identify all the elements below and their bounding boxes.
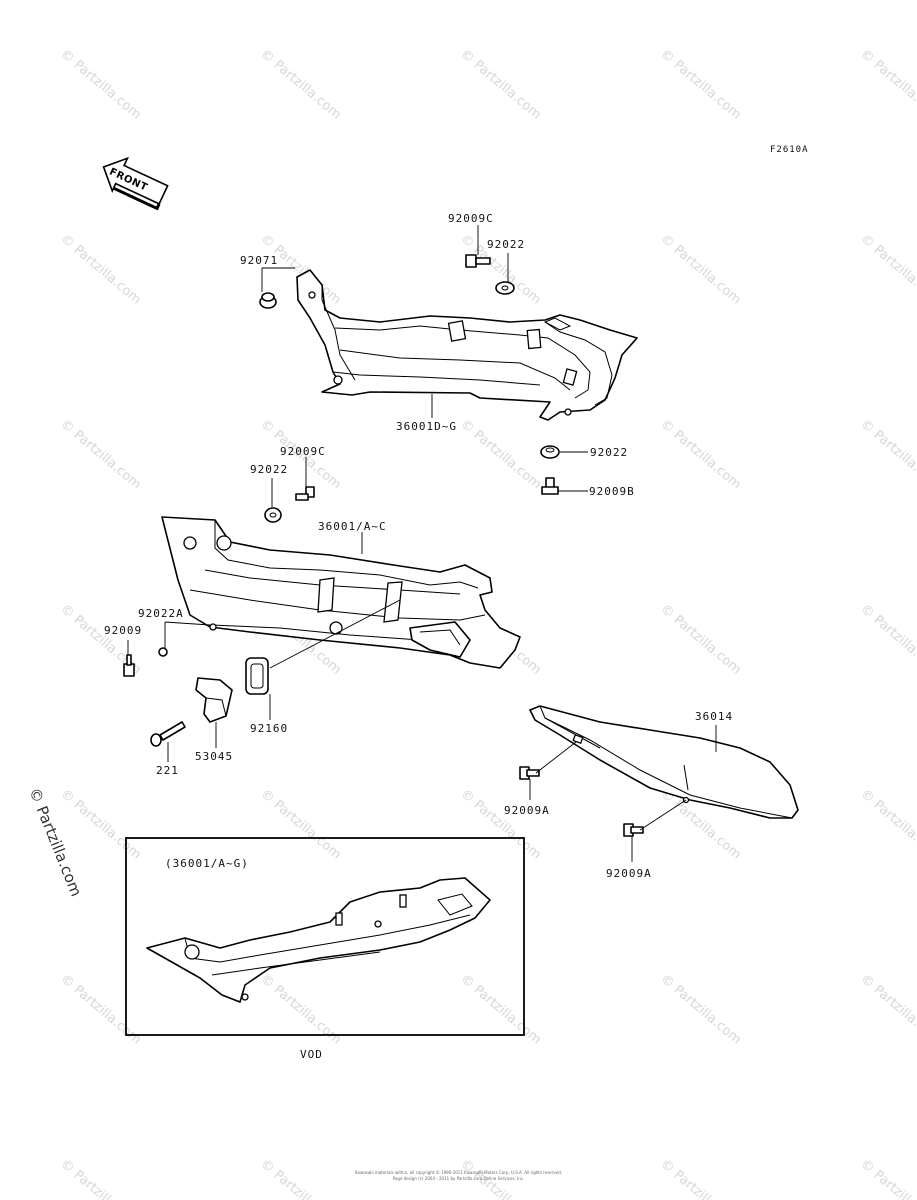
watermark-text: © Partzilla.com <box>857 972 917 1048</box>
side-cover-36001AC <box>161 516 521 669</box>
label-36014: 36014 <box>695 710 733 723</box>
leader-lines <box>127 225 717 862</box>
watermark-text: © Partzilla.com <box>657 47 743 123</box>
washer-92022-right-icon <box>540 445 560 459</box>
watermark-text: © Partzilla.com <box>57 417 143 493</box>
watermark-text: © Partzilla.com <box>257 972 343 1048</box>
watermark-text: © Partzilla.com <box>457 417 543 493</box>
watermark-text: © Partzilla.com <box>857 232 917 308</box>
watermark-text: © Partzilla.com <box>657 972 743 1048</box>
cover-36014 <box>529 705 799 819</box>
watermark-text: © Partzilla.com <box>857 47 917 123</box>
watermark-text: © Partzilla.com <box>257 787 343 863</box>
inset-caption: VOD <box>300 1048 323 1061</box>
grommet-92071-icon <box>259 292 277 309</box>
label-36001AC: 36001/A~C <box>318 520 387 533</box>
label-92009C-mid: 92009C <box>280 445 326 458</box>
label-92071: 92071 <box>240 254 278 267</box>
label-221: 221 <box>156 764 179 777</box>
bolt-92009A-1-icon <box>519 766 540 780</box>
upper-fairing-36001DG <box>296 269 638 421</box>
watermark-text: © Partzilla.com <box>57 787 143 863</box>
figure-code: F2610A <box>770 145 809 155</box>
watermark-text: © Partzilla.com <box>857 602 917 678</box>
label-92009A-1: 92009A <box>504 804 550 817</box>
watermark-text: © Partzilla.com <box>57 972 143 1048</box>
screw-221-icon <box>150 721 186 747</box>
label-36001DG: 36001D~G <box>396 420 457 433</box>
watermark-text: © Partzilla.com <box>657 232 743 308</box>
watermark-text: © Partzilla.com <box>257 47 343 123</box>
inset-title: (36001/A~G) <box>165 857 249 870</box>
watermark-text: © Partzilla.com <box>657 417 743 493</box>
bolt-92009A-2-icon <box>623 823 644 837</box>
label-92022-right: 92022 <box>590 446 628 459</box>
bolt-92009B-icon <box>541 477 559 495</box>
label-92022-top: 92022 <box>487 238 525 251</box>
bolt-92009C-mid-icon <box>295 486 315 501</box>
washer-92022-mid-icon <box>264 507 282 523</box>
inset-side-cover <box>146 877 491 1003</box>
watermark-text: © Partzilla.com <box>57 232 143 308</box>
label-92009C-top: 92009C <box>448 212 494 225</box>
watermark-text: © Partzilla.com <box>457 787 543 863</box>
bracket-53045-icon <box>195 677 233 723</box>
washer-92022A-icon <box>158 647 168 657</box>
label-92009: 92009 <box>104 624 142 637</box>
washer-92022-top-icon <box>495 281 515 295</box>
label-92009A-2: 92009A <box>606 867 652 880</box>
watermark-text: © Partzilla.com <box>657 602 743 678</box>
watermark-text: © Partzilla.com <box>57 47 143 123</box>
watermark-text: © Partzilla.com <box>857 787 917 863</box>
footer-copyright: Kawasaki materials within, all copyright… <box>354 1170 563 1175</box>
label-92009B: 92009B <box>589 485 635 498</box>
label-92160: 92160 <box>250 722 288 735</box>
bolt-92009C-top-icon <box>465 254 491 268</box>
label-53045: 53045 <box>195 750 233 763</box>
watermark-text: © Partzilla.com <box>457 972 543 1048</box>
footer-design: Page design (c) 2004 - 2011 by Partzilla… <box>392 1176 525 1181</box>
bolt-92009-icon <box>123 654 135 677</box>
front-arrow-icon: FRONT <box>102 156 169 211</box>
label-92022A: 92022A <box>138 607 184 620</box>
label-92022-mid: 92022 <box>250 463 288 476</box>
watermark-text: © Partzilla.com <box>857 417 917 493</box>
inset-box: (36001/A~G) <box>125 837 525 1036</box>
grommet-92160-icon <box>245 657 269 695</box>
watermark-text: © Partzilla.com <box>457 47 543 123</box>
